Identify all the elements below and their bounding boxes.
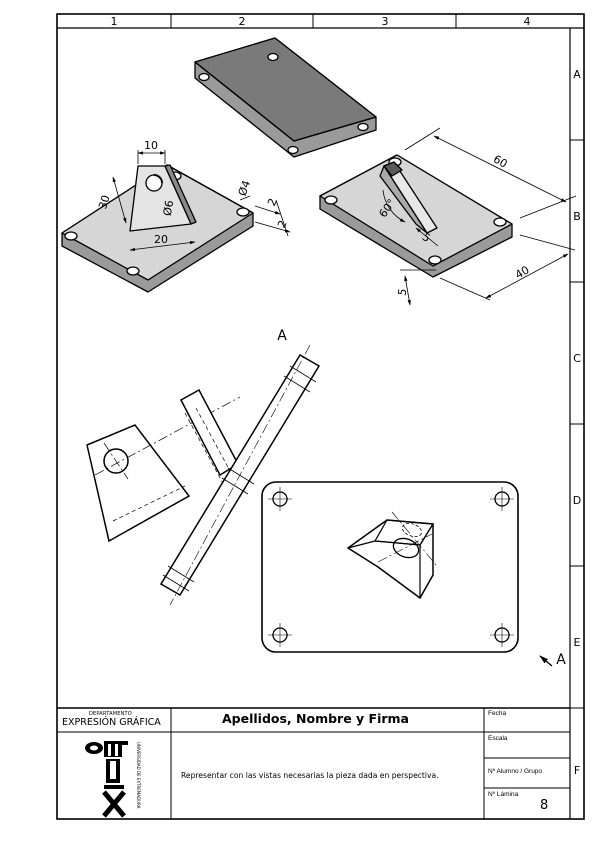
perspective-dimension-texts-left: 10 30 Ø6 20 Ø4 2 2 <box>96 139 290 246</box>
row-label-a: A <box>573 68 581 81</box>
perspective-piece-left <box>61 164 254 293</box>
dim-pad-base: 20 <box>154 233 168 246</box>
student-name-field: Apellidos, Nombre y Firma <box>222 711 409 726</box>
perspective-plate-bottom <box>194 37 377 158</box>
row-label-f: F <box>574 764 580 777</box>
department-label-small: DEPARTAMENTO <box>89 711 132 717</box>
view-plate-top <box>261 481 519 653</box>
dim-base-hole: Ø4 <box>236 179 254 198</box>
scale-label: Escala <box>488 735 508 742</box>
instructions-text: Representar con las vistas necesarias la… <box>181 771 439 780</box>
column-label-3: 3 <box>382 15 389 28</box>
section-label-arrow: A <box>556 652 566 668</box>
row-label-b: B <box>573 210 581 223</box>
dim-base-margin-1: 2 <box>265 196 280 208</box>
zone-labels: 1 2 3 4 A B C D E F <box>111 15 582 777</box>
row-label-e: E <box>574 636 581 649</box>
row-label-c: C <box>573 352 581 365</box>
dim-base-margin-2: 2 <box>275 218 290 230</box>
perspective-dimensions-right <box>382 127 577 306</box>
row-label-d: D <box>573 494 581 507</box>
dim-pad-top-width: 10 <box>144 139 158 152</box>
column-label-4: 4 <box>524 15 531 28</box>
sheet-label: Nº Lámina <box>488 791 519 798</box>
sheet-frame <box>56 13 585 820</box>
perspective-dimensions-left <box>112 150 291 252</box>
section-arrow-icon <box>539 655 553 667</box>
perspective-piece-right <box>319 154 513 278</box>
dim-pad-hole: Ø6 <box>161 199 177 217</box>
department-label: EXPRESIÓN GRÁFICA <box>62 717 161 728</box>
dim-width: 40 <box>513 263 532 281</box>
date-label: Fecha <box>488 710 507 717</box>
university-name: UNIVERSIDAD DE EXTREMADURA <box>136 742 141 809</box>
view-section-bar <box>159 344 321 606</box>
dim-thickness: 5 <box>395 288 409 297</box>
column-label-1: 1 <box>111 15 118 28</box>
university-logo-icon <box>85 741 128 818</box>
dim-pad-height: 30 <box>96 193 113 210</box>
column-label-2: 2 <box>239 15 246 28</box>
student-group-label: Nº Alumno / Grupo <box>488 768 543 775</box>
title-block-lines <box>57 707 570 819</box>
sheet-number: 8 <box>540 798 549 813</box>
dim-length: 60 <box>491 152 510 170</box>
section-label-top: A <box>277 328 287 344</box>
view-pad <box>86 396 241 543</box>
